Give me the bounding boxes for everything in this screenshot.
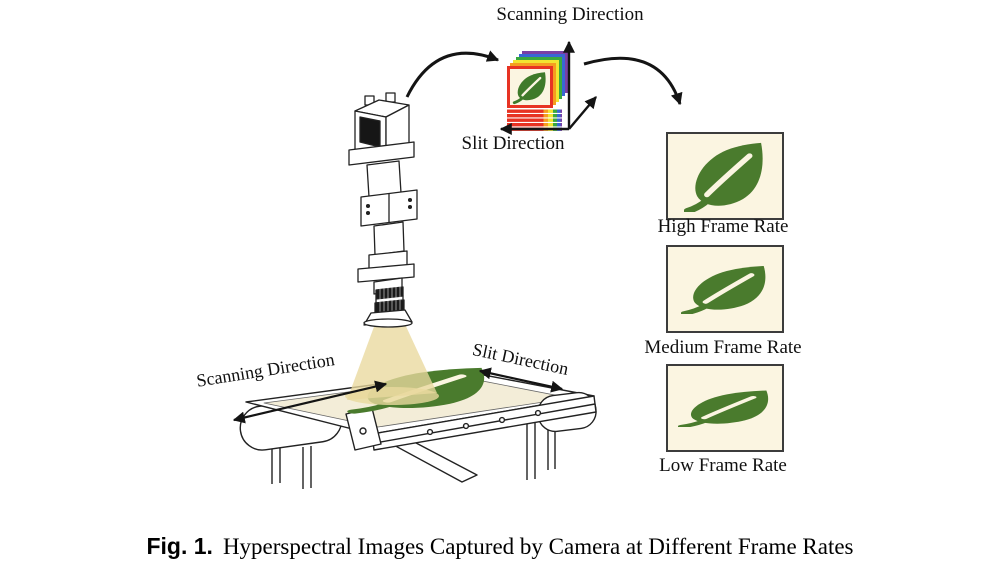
figure-caption: Fig. 1. Hyperspectral Images Captured by … [0,533,1000,560]
high-frame-rate-card [666,132,784,220]
conveyor-legs [271,415,556,489]
leaf-icon [684,140,766,212]
low-frame-rate-label: Low Frame Rate [659,455,787,476]
hyperspectral-camera-illustration [348,92,418,328]
depth-axis-arrow [568,96,597,130]
spectral-band-strips [507,109,562,131]
camera-neck [366,160,402,198]
cube-scanning-direction-label: Scanning Direction [496,4,644,25]
high-frame-rate-label: High Frame Rate [657,216,789,237]
cube-slit-direction-label: Slit Direction [461,133,565,154]
cube-axes [499,40,597,135]
hyperspectral-cube-stack [499,40,597,135]
camera-to-cube-arrow [405,50,500,98]
caption-number: Fig. 1. [146,533,213,559]
cube-to-outputs-arrow [583,56,683,106]
slit-direction-arrow [478,367,564,393]
scanning-direction-arrow [232,380,388,424]
lens-flange-disc [357,263,415,283]
low-frame-rate-card [666,364,784,452]
leaf-icon [681,264,769,314]
rail-groove [374,403,596,444]
light-beam [345,322,439,405]
medium-frame-rate-card [666,245,784,333]
medium-frame-rate-label: Medium Frame Rate [644,337,802,358]
leaf-icon [678,389,772,427]
flow-arrows [405,50,683,106]
camera-flange [348,141,415,166]
lens-tube [373,221,405,256]
caption-text: Hyperspectral Images Captured by Camera … [222,534,854,559]
camera-vent [359,116,381,148]
conveyor-direction-arrows [232,367,564,424]
